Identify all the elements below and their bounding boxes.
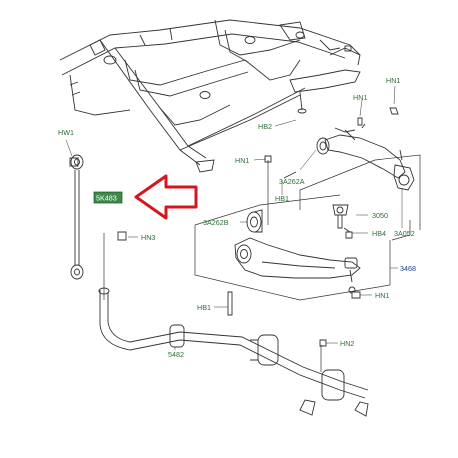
label-3468: 3468	[400, 264, 416, 273]
label-hw1: HW1	[58, 128, 74, 137]
label-3a052: 3A052	[394, 229, 415, 238]
callout-arrow	[134, 174, 198, 220]
upper-control-arm	[316, 123, 415, 191]
label-3a262b: 3A262B	[203, 218, 229, 227]
bracket	[289, 45, 361, 114]
label-hb4: HB4	[372, 229, 386, 238]
leader-lines	[65, 85, 403, 350]
label-hn3: HN3	[141, 233, 155, 242]
stabilizer-link	[70, 154, 84, 280]
group-boxes	[103, 154, 421, 372]
subframe	[59, 19, 361, 173]
label-3a262a: 3A262A	[279, 177, 305, 186]
part-callout	[93, 191, 123, 204]
label-5482: 5482	[168, 350, 184, 359]
label-hb2: HB2	[258, 122, 272, 131]
label-3050: 3050	[372, 211, 388, 220]
lower-control-arm	[234, 237, 361, 294]
stabilizer-bar	[98, 287, 369, 417]
label-hb1-low: HB1	[197, 303, 211, 312]
fasteners	[69, 107, 399, 347]
label-hn1-top: HN1	[386, 76, 400, 85]
label-hn1-mid: HN1	[235, 156, 249, 165]
callout-label: 5K483	[96, 194, 117, 203]
label-hn1-low: HN1	[375, 291, 389, 300]
bushing-3a262b	[246, 209, 263, 233]
label-hn2: HN2	[340, 339, 354, 348]
ball-joint	[332, 204, 351, 233]
label-hn1-ball: HN1	[353, 93, 367, 102]
label-hb1-top: HB1	[275, 194, 289, 203]
